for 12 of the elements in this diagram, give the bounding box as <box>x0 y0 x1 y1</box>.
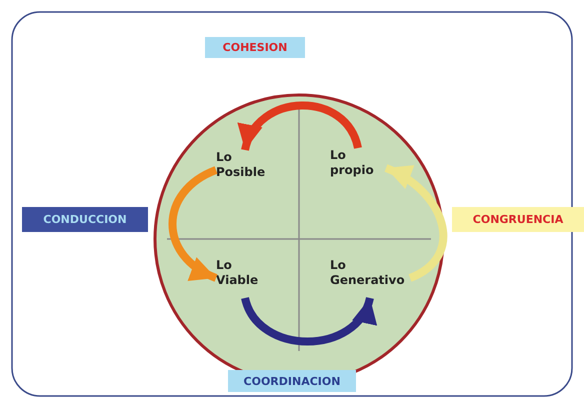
curved-arrow <box>241 296 374 346</box>
curved-arrow <box>384 164 448 282</box>
curved-arrow <box>168 166 218 282</box>
heading-tag: COHESION <box>205 37 305 58</box>
heading-tag: CONDUCCION <box>22 207 148 232</box>
curved-arrow <box>240 102 362 152</box>
quadrant-label: Lo Generativo <box>330 258 406 288</box>
heading-tag: CONGRUENCIA <box>452 207 584 232</box>
quadrant-label: Lo Viable <box>216 258 260 288</box>
quadrant-label: Lo Posible <box>216 150 266 180</box>
heading-tag: COORDINACION <box>228 370 356 392</box>
quadrant-label: Lo propio <box>330 148 375 178</box>
